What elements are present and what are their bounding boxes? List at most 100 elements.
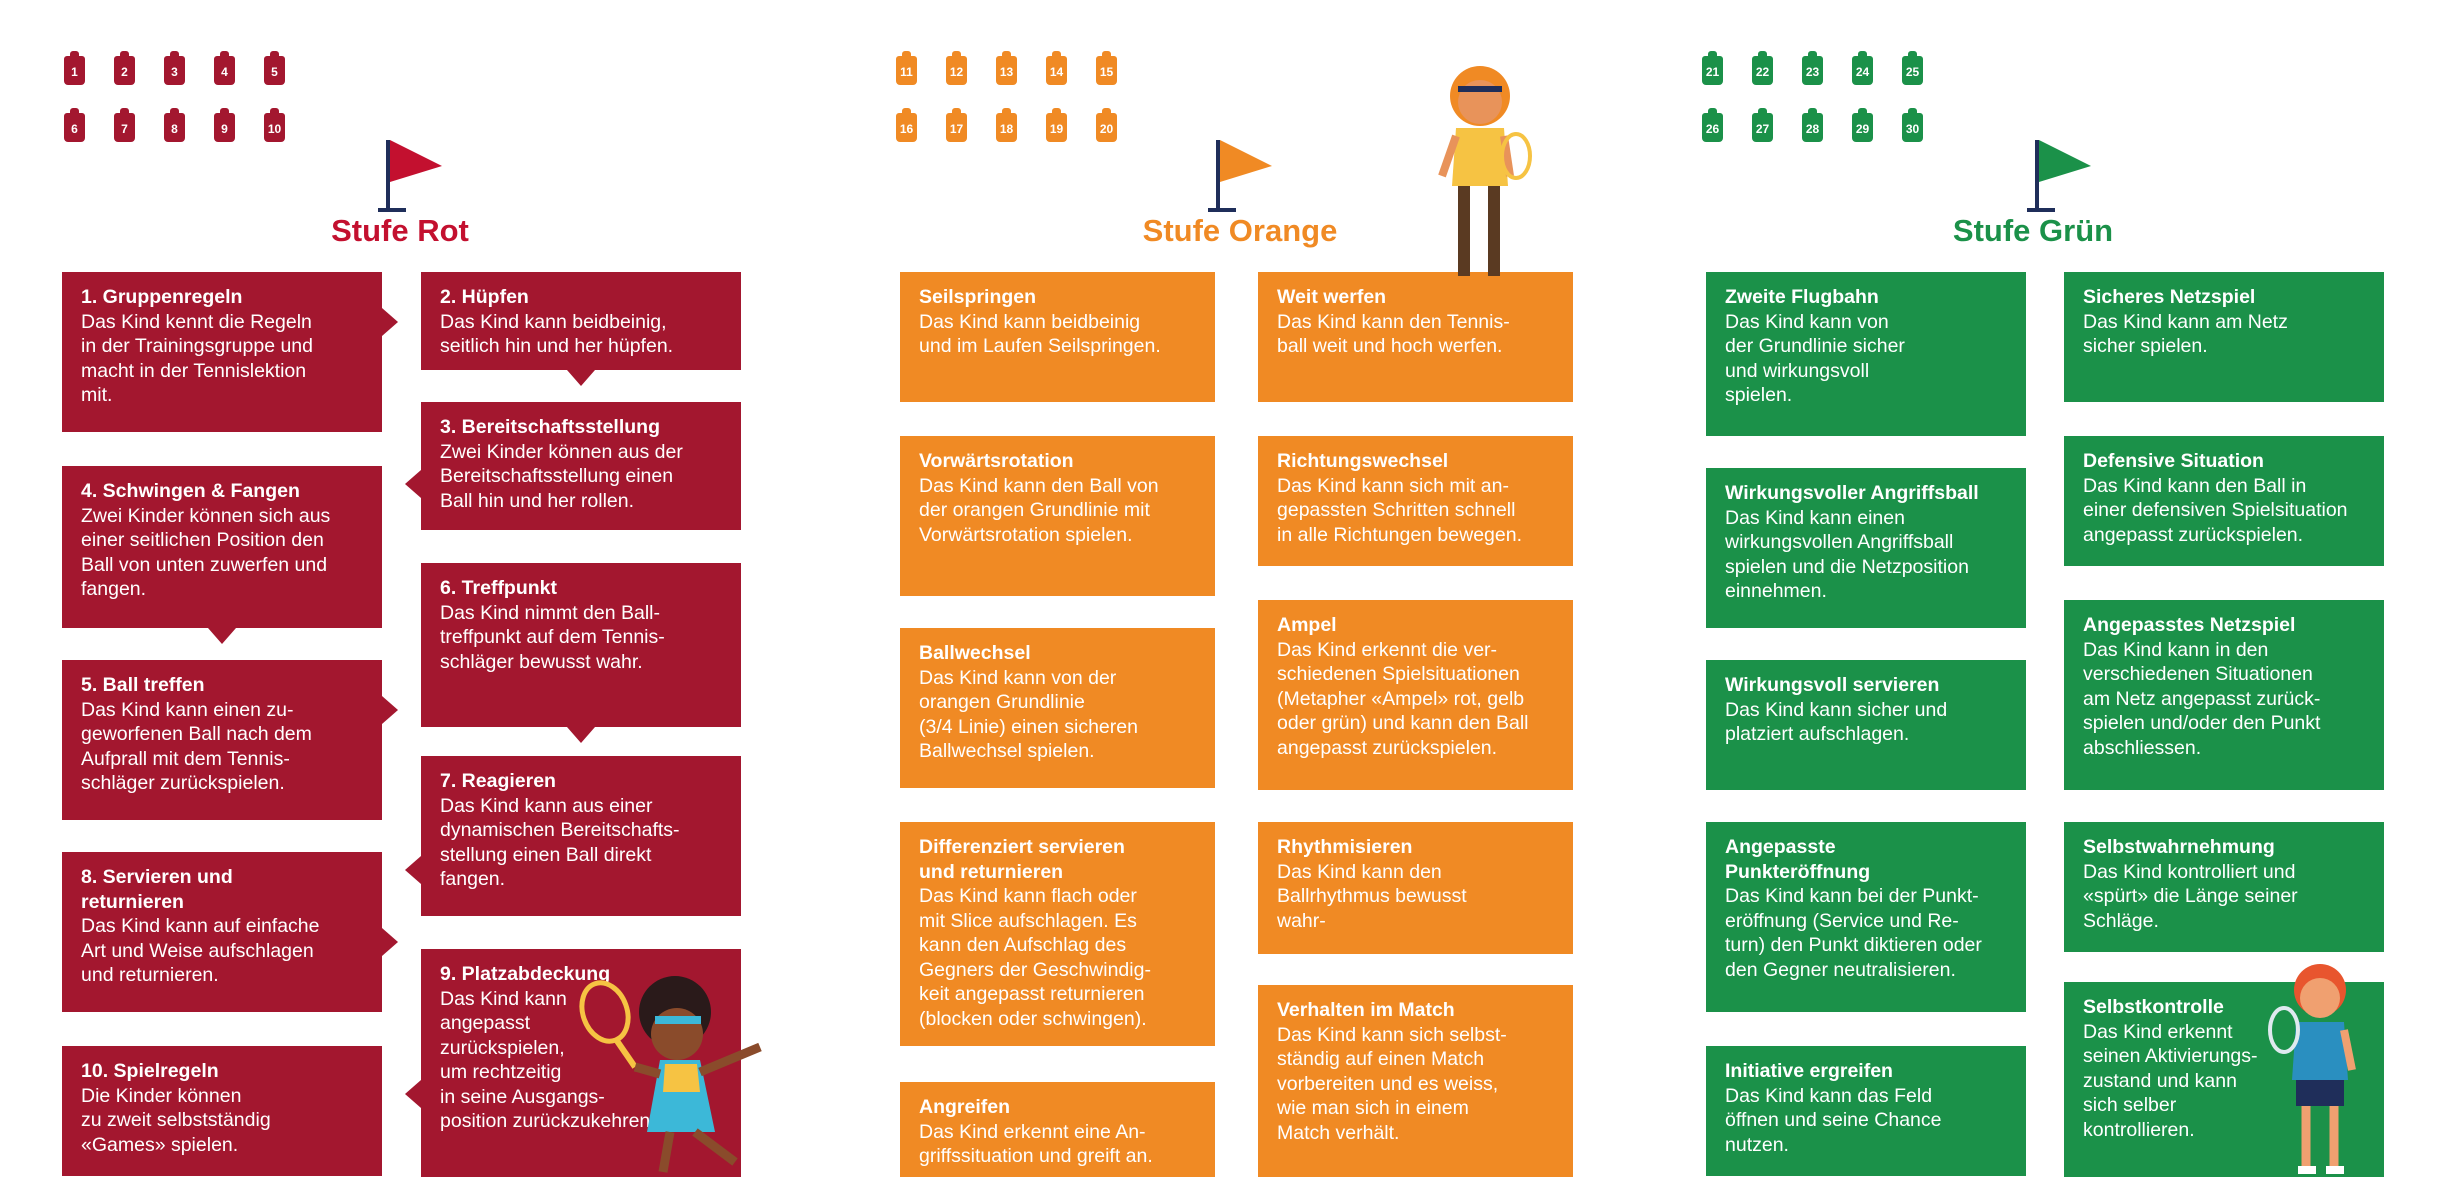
level-badge-14: 14 [1046,51,1067,85]
card-title: 6. Treffpunkt [440,577,558,599]
card-title: 2. Hüpfen [440,286,529,308]
arrow-pointer [405,470,421,498]
arrow-pointer [382,308,398,336]
card-title: Rhythmisieren [1277,836,1413,858]
boy-tennis-player-orange-illustration [1438,66,1532,276]
orange-card-ballwechsel: Ballwechsel Das Kind kann von der orange… [900,628,1215,788]
gruen-card-zweite-flugbahn: Zweite Flugbahn Das Kind kann von der Gr… [1706,272,2026,436]
orange-card-rhythmisieren: Rhythmisieren Das Kind kann den Ballrhyt… [1258,822,1573,954]
level-badge-20: 20 [1096,108,1117,142]
level-badge-4: 4 [214,51,235,85]
card-title: 7. Reagieren [440,770,556,792]
gruen-card-angepasstes-netzspiel: Angepasstes Netzspiel Das Kind kann in d… [2064,600,2384,790]
rot-card-3: 3. Bereitschaftsstellung Zwei Kinder kön… [421,402,741,530]
card-title: Richtungswechsel [1277,450,1449,472]
level-badge-21: 21 [1702,51,1723,85]
card-title: Zweite Flugbahn [1725,286,1879,308]
card-text: Die Kinder können zu zweit selbstständig… [81,1084,271,1156]
card-title: 3. Bereitschaftsstellung [440,416,660,438]
orange-card-angreifen: Angreifen Das Kind erkennt eine An- grif… [900,1082,1215,1177]
title-stufe-rot: Stufe Rot [331,213,469,248]
level-badge-2: 2 [114,51,135,85]
card-text: Das Kind kann bei der Punkt- eröffnung (… [1725,885,1982,981]
gruen-card-selbstkontrolle: Selbstkontrolle Das Kind erkennt seinen … [2064,982,2384,1177]
boy-tennis-player-green-illustration [2268,964,2356,1174]
gruen-card-wirkungsvoller-angriffsball: Wirkungsvoller Angriffsball Das Kind kan… [1706,468,2026,628]
level-badge-12: 12 [946,51,967,85]
card-title: Angepasstes Netzspiel [2083,614,2296,636]
rot-card-10: 10. Spielregeln Die Kinder können zu zwe… [62,1046,382,1176]
flag-red-icon [378,140,442,212]
card-title: Angepasste Punkteröffnung [1725,836,1871,883]
rot-card-4: 4. Schwingen & Fangen Zwei Kinder können… [62,466,382,628]
card-title: Wirkungsvoller Angriffsball [1725,482,1979,504]
card-text: Zwei Kinder können aus der Bereitschafts… [440,440,683,512]
orange-card-vorwaertsrotation: Vorwärtsrotation Das Kind kann den Ball … [900,436,1215,596]
level-badge-19: 19 [1046,108,1067,142]
card-text: Das Kind kann einen zu- geworfenen Ball … [81,698,312,795]
rot-card-6: 6. Treffpunkt Das Kind nimmt den Ball- t… [421,563,741,727]
level-badge-7: 7 [114,108,135,142]
card-title: Sicheres Netzspiel [2083,286,2256,308]
card-title: 8. Servieren und returnieren [81,866,233,913]
gruen-card-defensive-situation: Defensive Situation Das Kind kann den Ba… [2064,436,2384,566]
card-text: Das Kind kann einen wirkungsvollen Angri… [1725,506,1969,603]
card-title: Angreifen [919,1096,1011,1118]
card-title: 9. Platzabdeckung [440,963,611,985]
level-badge-5: 5 [264,51,285,85]
level-badge-11: 11 [896,51,917,85]
level-badge-22: 22 [1752,51,1773,85]
card-text: Das Kind kennt die Regeln in der Trainin… [81,310,313,407]
card-title: 10. Spielregeln [81,1060,219,1082]
card-text: Das Kind kann sicher und platziert aufsc… [1725,698,1948,746]
card-text: Das Kind erkennt seinen Aktivierungs- zu… [2083,1020,2258,1141]
card-text: Das Kind kann beidbeinig und im Laufen S… [919,310,1161,358]
card-text: Das Kind kann in den verschiedenen Situa… [2083,638,2321,759]
rot-card-2: 2. Hüpfen Das Kind kann beidbeinig, seit… [421,272,741,370]
card-text: Das Kind kann den Ballrhythmus bewusst w… [1277,860,1467,932]
card-text: Zwei Kinder können sich aus einer seitli… [81,504,331,601]
title-stufe-orange: Stufe Orange [1142,213,1338,248]
level-badge-13: 13 [996,51,1017,85]
orange-card-seilspringen: Seilspringen Das Kind kann beidbeinig un… [900,272,1215,402]
level-badge-29: 29 [1852,108,1873,142]
card-title: Selbstwahrnehmung [2083,836,2275,858]
card-text: Das Kind erkennt eine An- griffssituatio… [919,1120,1153,1168]
card-text: Das Kind kann den Ball von der orangen G… [919,474,1159,546]
title-stufe-gruen: Stufe Grün [1952,213,2114,248]
level-badge-18: 18 [996,108,1017,142]
gruen-card-initiative-ergreifen: Initiative ergreifen Das Kind kann das F… [1706,1046,2026,1176]
card-text: Das Kind kann angepasst zurückspielen, u… [440,987,656,1133]
arrow-pointer [208,628,236,644]
orange-card-richtungswechsel: Richtungswechsel Das Kind kann sich mit … [1258,436,1573,566]
card-text: Das Kind kann aus einer dynamischen Bere… [440,794,680,891]
card-title: Differenziert servieren und returnieren [919,836,1125,883]
card-title: Weit werfen [1277,286,1387,308]
card-title: Ballwechsel [919,642,1031,664]
card-text: Das Kind erkennt die ver- schiedenen Spi… [1277,638,1529,759]
card-text: Das Kind kontrolliert und «spürt» die Lä… [2083,860,2298,932]
gruen-card-sicheres-netzspiel: Sicheres Netzspiel Das Kind kann am Netz… [2064,272,2384,402]
arrow-pointer [567,370,595,386]
card-title: Verhalten im Match [1277,999,1455,1021]
flag-green-icon [2027,140,2091,212]
gruen-card-angepasste-punkteroeffnung: Angepasste Punkteröffnung Das Kind kann … [1706,822,2026,1012]
card-text: Das Kind kann auf einfache Art und Weise… [81,915,320,986]
level-badge-8: 8 [164,108,185,142]
card-text: Das Kind kann von der Grundlinie sicher … [1725,310,1905,407]
card-text: Das Kind kann das Feld öffnen und seine … [1725,1084,1942,1156]
card-title: Initiative ergreifen [1725,1060,1893,1082]
orange-card-verhalten-im-match: Verhalten im Match Das Kind kann sich se… [1258,985,1573,1177]
orange-card-weit-werfen: Weit werfen Das Kind kann den Tennis- ba… [1258,272,1573,402]
level-badge-6: 6 [64,108,85,142]
card-text: Das Kind kann den Ball in einer defensiv… [2083,474,2348,546]
card-title: Selbstkontrolle [2083,996,2224,1018]
card-text: Das Kind kann flach oder mit Slice aufsc… [919,885,1151,1030]
card-title: Ampel [1277,614,1337,636]
arrow-pointer [405,856,421,884]
arrow-pointer [567,727,595,743]
card-title: 4. Schwingen & Fangen [81,480,300,502]
orange-card-differenziert-servieren: Differenziert servieren und returnieren … [900,822,1215,1046]
level-badge-23: 23 [1802,51,1823,85]
card-title: Wirkungsvoll servieren [1725,674,1940,696]
